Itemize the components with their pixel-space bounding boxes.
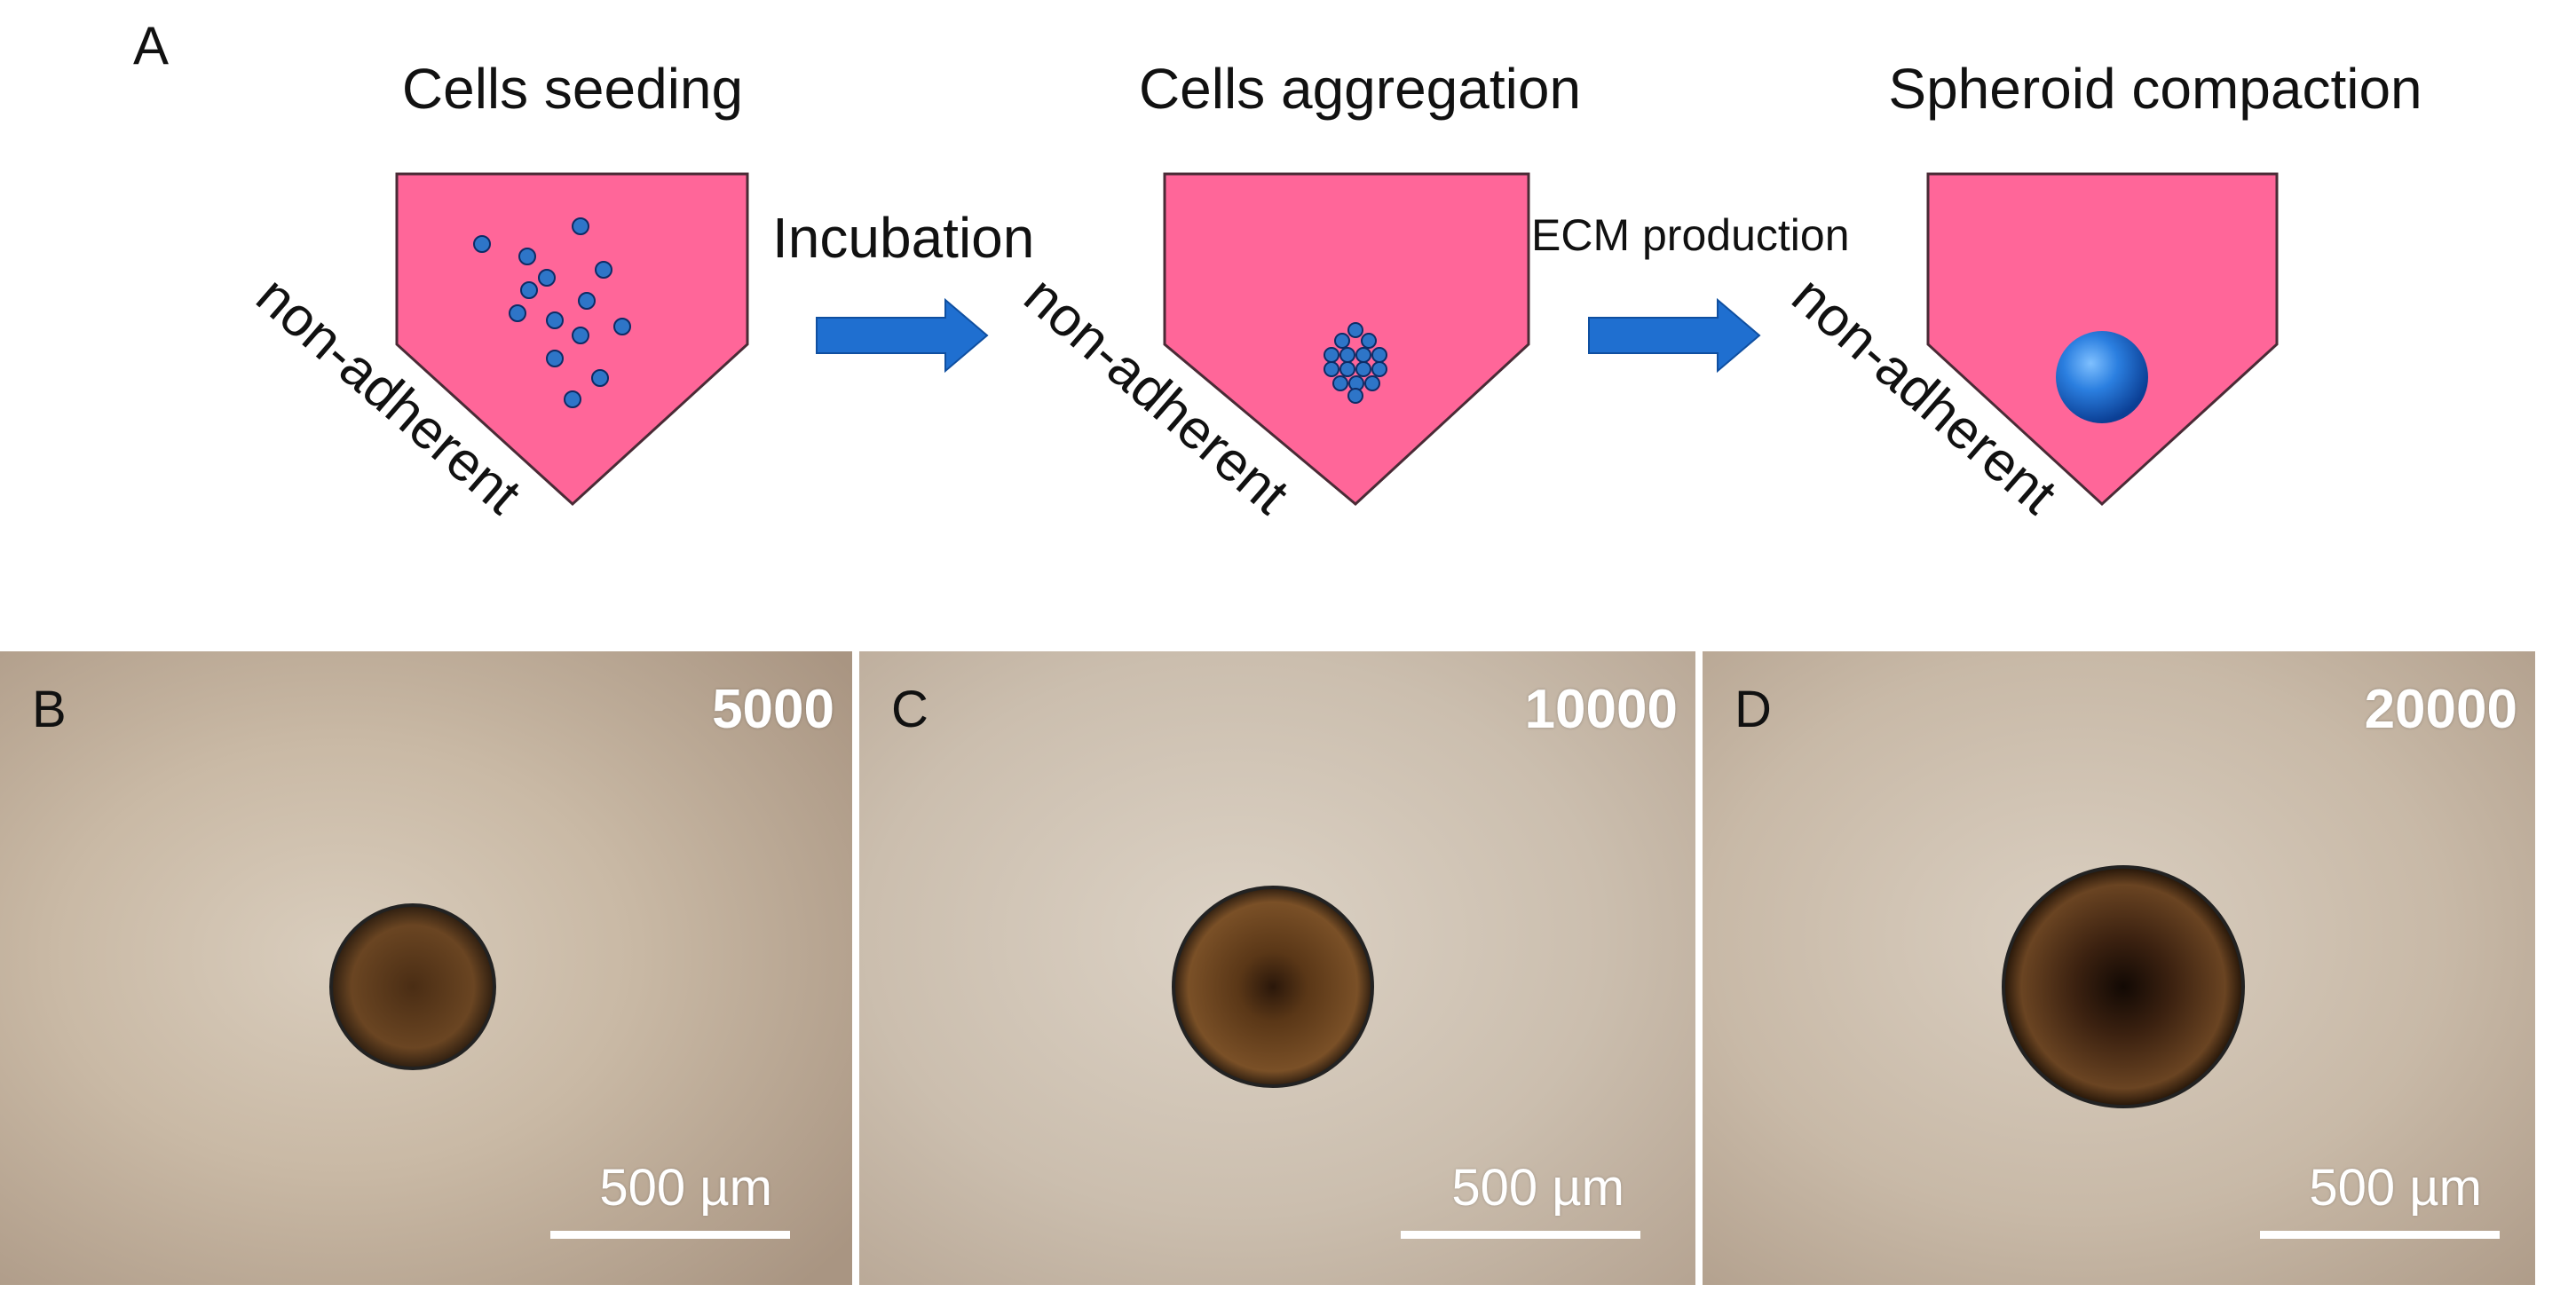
micrograph-c: C 10000 500 µm — [859, 651, 1695, 1285]
cell — [572, 327, 589, 344]
arrow-incubation — [816, 297, 989, 374]
spheroid — [2056, 331, 2148, 423]
scale-label-c: 500 µm — [1451, 1159, 1624, 1217]
cell — [613, 318, 631, 335]
cell — [578, 292, 596, 310]
cell-count-c: 10000 — [1524, 679, 1678, 740]
cell — [518, 248, 536, 265]
aggregated-cells — [1324, 322, 1387, 404]
seeded-cells — [473, 217, 631, 408]
micrograph-d: D 20000 500 µm — [1703, 651, 2535, 1285]
scale-bar-d — [2260, 1231, 2500, 1239]
spheroid-c — [1172, 886, 1374, 1088]
stage-title-seeding: Cells seeding — [402, 57, 743, 121]
scale-label-d: 500 µm — [2309, 1159, 2482, 1217]
cell-count-d: 20000 — [2364, 679, 2517, 740]
arrow-label-incubation: Incubation — [772, 206, 1034, 270]
spheroid-b — [329, 903, 496, 1070]
schematic-panel-a: A Cells seeding non-adherent Incubation … — [133, 16, 2422, 526]
cell — [564, 390, 581, 408]
cell — [595, 261, 612, 279]
cell — [546, 311, 564, 329]
spheroid-d — [2002, 865, 2245, 1108]
scale-label-b: 500 µm — [599, 1159, 772, 1217]
panel-letter-c: C — [891, 681, 928, 738]
cell — [538, 269, 556, 287]
arrow-label-ecm: ECM production — [1531, 210, 1850, 260]
micrograph-b: B 5000 500 µm — [0, 651, 852, 1285]
panel-letter-d: D — [1734, 681, 1772, 738]
scale-bar-b — [550, 1231, 790, 1239]
cell — [572, 217, 589, 235]
cell — [473, 235, 491, 253]
stage-title-aggregation: Cells aggregation — [1139, 57, 1581, 121]
cell — [546, 350, 564, 367]
scale-bar-c — [1401, 1231, 1640, 1239]
panel-letter-b: B — [32, 681, 67, 738]
stage-title-compaction: Spheroid compaction — [1888, 57, 2422, 121]
cell — [520, 281, 538, 299]
panel-label-a: A — [133, 16, 169, 75]
cell — [509, 304, 526, 322]
cell — [591, 369, 609, 387]
well-seeding — [395, 172, 749, 507]
arrow-ecm-production — [1588, 297, 1761, 374]
cell-count-b: 5000 — [712, 679, 834, 740]
